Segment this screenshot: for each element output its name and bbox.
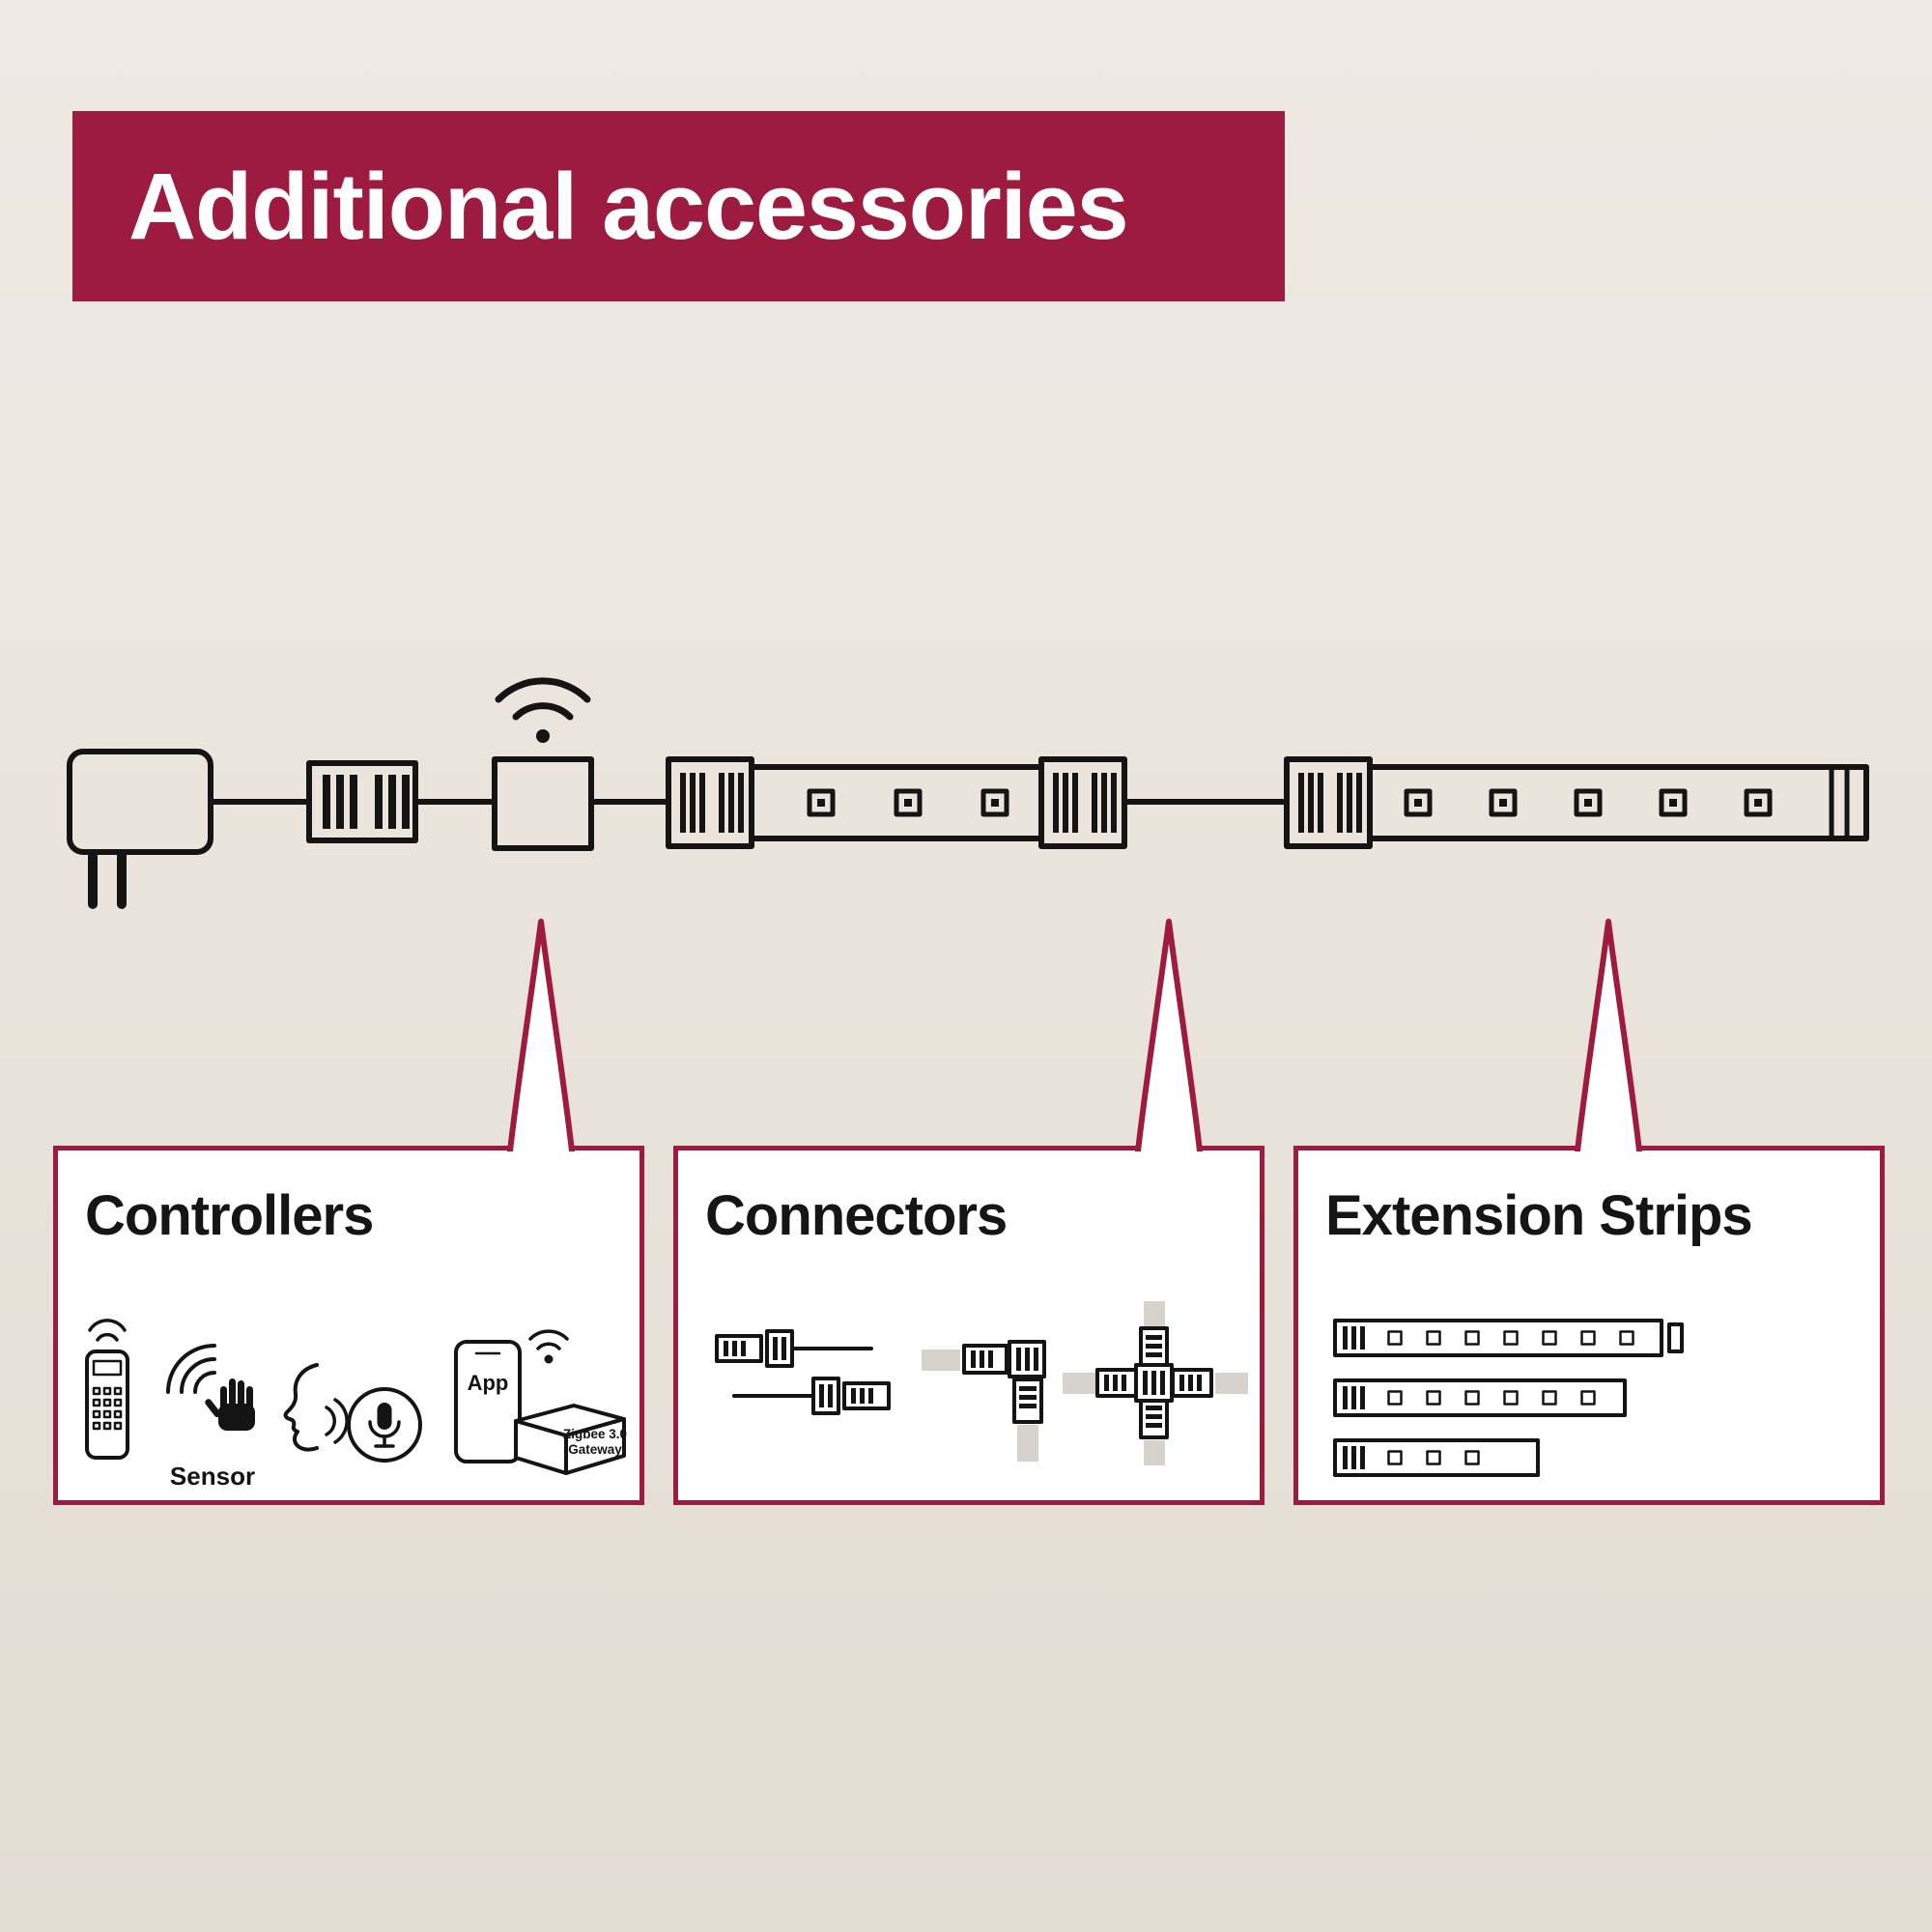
strip-connector-icon (306, 760, 418, 843)
led-strip-icon (666, 756, 1127, 849)
gateway-label-line2: Gateway (568, 1442, 622, 1457)
connectors-icons (715, 1301, 1248, 1465)
led-strip-short-icon (1333, 1438, 1540, 1477)
cross-connector-icon (1063, 1301, 1248, 1465)
pointer-spike-controllers (507, 919, 575, 1151)
led-strip-medium-icon (1333, 1378, 1627, 1417)
led-icon (807, 788, 836, 817)
smart-speaker-icon (347, 1387, 422, 1463)
callout-title-extension-strips: Extension Strips (1325, 1184, 1753, 1247)
led-icon (1489, 788, 1518, 817)
remote-control-icon (85, 1319, 129, 1460)
led-icon (1404, 788, 1433, 817)
wifi-controller-icon (492, 677, 594, 851)
wifi-arc-icon (512, 702, 574, 721)
led-icon (894, 788, 923, 817)
power-adapter-icon (67, 749, 213, 909)
zigbee-gateway-icon: Zigbee 3.0 Gateway (514, 1404, 627, 1475)
voice-control-icon (283, 1363, 422, 1463)
led-strip-icon (1284, 756, 1869, 849)
callout-title-controllers: Controllers (85, 1184, 374, 1247)
extension-strips-icons (1333, 1319, 1684, 1477)
led-icon (1744, 788, 1773, 817)
corner-connector-icon (922, 1340, 1046, 1462)
led-icon (1574, 788, 1603, 817)
header-banner: Additional accessories (72, 111, 1285, 301)
hand-icon (205, 1378, 255, 1431)
led-strip-long-icon (1333, 1319, 1684, 1357)
gateway-label-line1: Zigbee 3.0 (563, 1427, 627, 1441)
led-icon (1659, 788, 1688, 817)
controllers-icons: Sensor App (85, 1319, 627, 1491)
callout-connectors: Connectors (673, 1146, 1264, 1505)
page-title: Additional accessories (128, 153, 1129, 259)
wifi-icon (528, 1329, 569, 1364)
wifi-arc-icon (495, 677, 591, 703)
callout-controllers: Controllers (53, 1146, 644, 1505)
led-icon (980, 788, 1009, 817)
speaking-face-icon (283, 1363, 319, 1452)
microphone-icon (377, 1403, 392, 1430)
app-phone-icon: App (454, 1340, 522, 1463)
pointer-spike-extension-strips (1575, 919, 1642, 1151)
wifi-dot-icon (536, 729, 550, 743)
pointer-spike-connectors (1135, 919, 1203, 1151)
sensor-label: Sensor (170, 1462, 255, 1491)
straight-connector-icon (715, 1329, 891, 1415)
app-label: App (468, 1371, 509, 1395)
callout-extension-strips: Extension Strips (1293, 1146, 1885, 1505)
callout-title-connectors: Connectors (705, 1184, 1008, 1247)
wiring-diagram (67, 677, 1869, 909)
motion-sensor-icon: Sensor (166, 1344, 255, 1491)
